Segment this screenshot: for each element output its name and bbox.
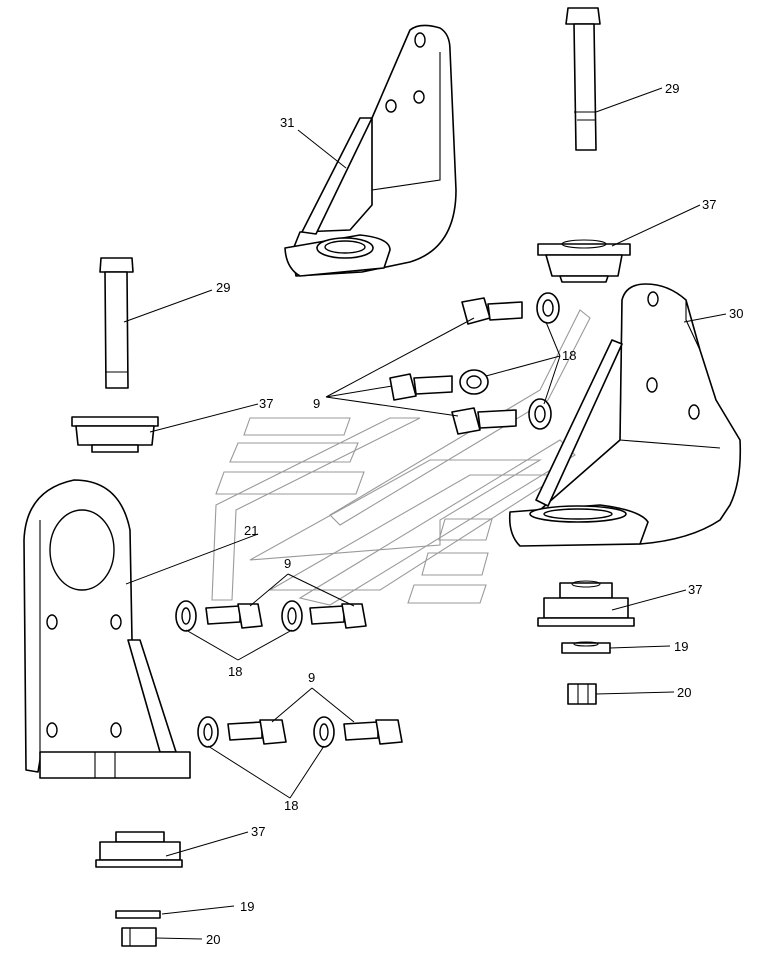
bolt-washer-group-lower bbox=[197, 716, 403, 748]
callout-20-bottom: 20 bbox=[206, 932, 220, 947]
callout-20-middle: 20 bbox=[677, 685, 691, 700]
callout-9-middle: 9 bbox=[284, 556, 291, 571]
callout-9-lower: 9 bbox=[308, 670, 315, 685]
washer-part-19-bottom bbox=[115, 910, 161, 919]
bolt-part-29-left bbox=[99, 257, 134, 389]
mount-part-37-middle bbox=[537, 580, 635, 627]
watermark bbox=[211, 309, 591, 606]
callout-29-left: 29 bbox=[216, 280, 230, 295]
bracket-part-30 bbox=[508, 283, 742, 547]
callout-21: 21 bbox=[244, 523, 258, 538]
callout-18-middle: 18 bbox=[228, 664, 242, 679]
bolt-part-29-top bbox=[565, 7, 601, 151]
bolt-washer-group-middle bbox=[175, 600, 367, 632]
callout-37-top: 37 bbox=[702, 197, 716, 212]
mount-part-37-top bbox=[537, 239, 631, 283]
bracket-part-21 bbox=[23, 479, 191, 779]
callout-19-middle: 19 bbox=[674, 639, 688, 654]
bolt-washer-group-upper bbox=[389, 292, 560, 435]
callout-18-lower: 18 bbox=[284, 798, 298, 813]
nut-part-20-bottom bbox=[121, 927, 157, 947]
mount-part-37-bottom bbox=[95, 831, 183, 868]
callout-29-top: 29 bbox=[665, 81, 679, 96]
bracket-part-31 bbox=[284, 24, 457, 277]
callout-labels: 31 29 37 29 30 18 9 37 21 9 18 37 19 20 … bbox=[206, 81, 743, 947]
callout-19-bottom: 19 bbox=[240, 899, 254, 914]
callout-31: 31 bbox=[280, 115, 294, 130]
callout-18-upper: 18 bbox=[562, 348, 576, 363]
callout-37-middle: 37 bbox=[688, 582, 702, 597]
mount-part-37-left bbox=[71, 416, 159, 453]
washer-part-19-middle bbox=[561, 641, 611, 654]
leader-lines bbox=[123, 87, 727, 940]
callout-37-left: 37 bbox=[259, 396, 273, 411]
callout-37-bottom: 37 bbox=[251, 824, 265, 839]
callout-30: 30 bbox=[729, 306, 743, 321]
nut-part-20-middle bbox=[567, 683, 597, 705]
callout-9-upper: 9 bbox=[313, 396, 320, 411]
